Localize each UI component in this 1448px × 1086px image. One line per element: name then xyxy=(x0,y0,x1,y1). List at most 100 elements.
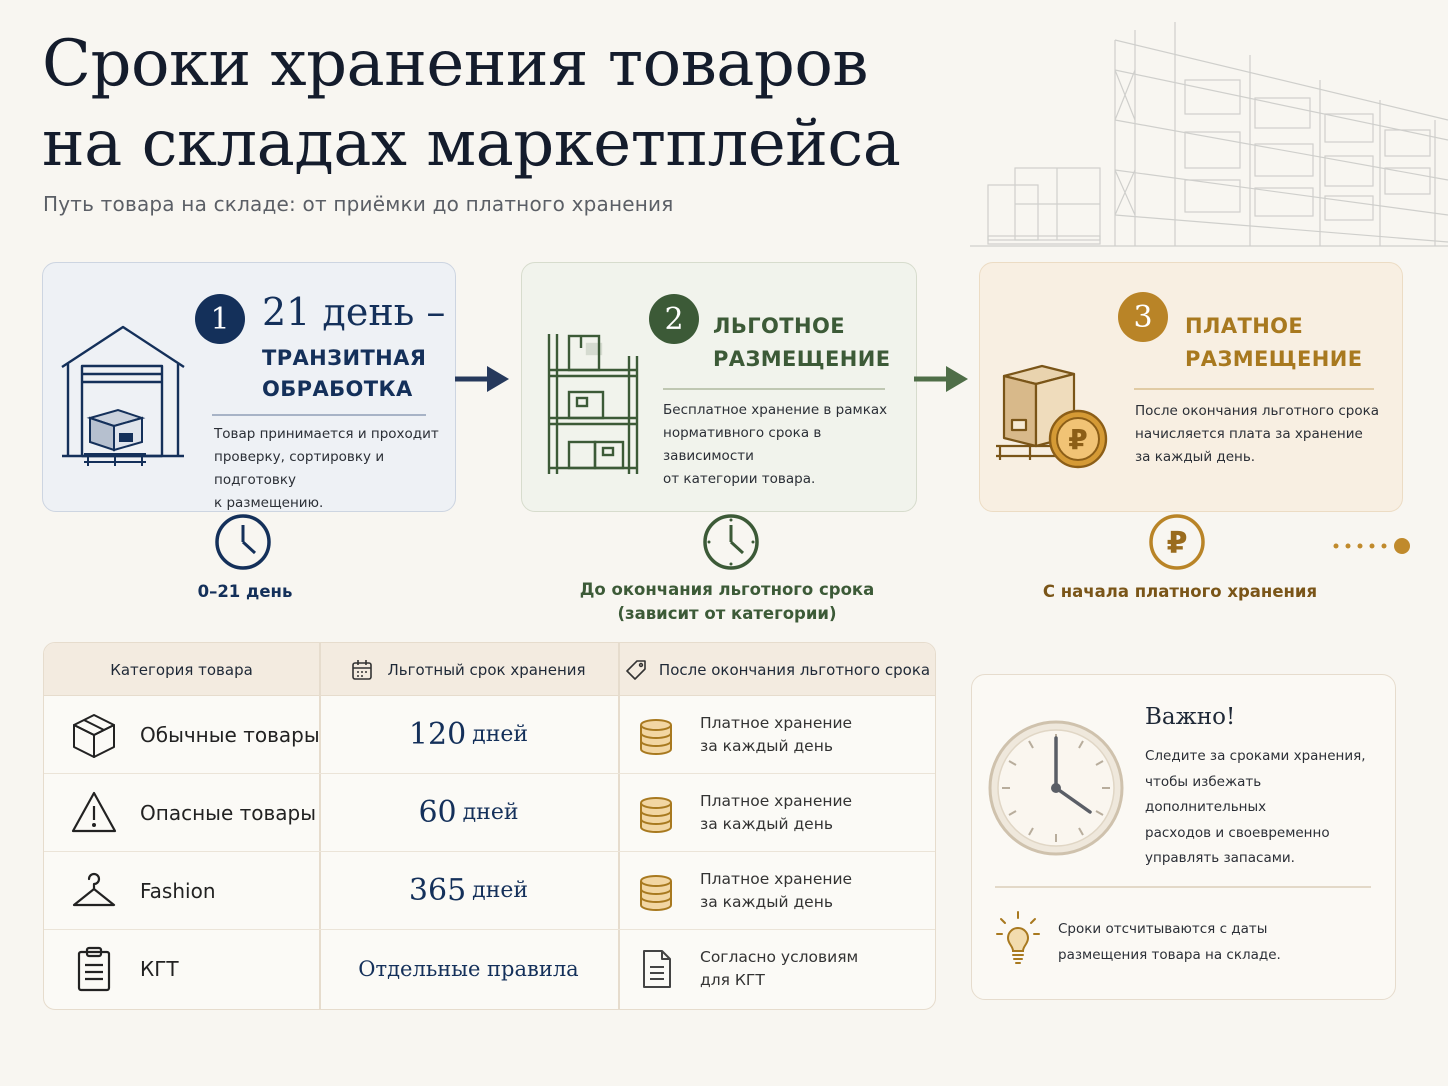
page-subtitle: Путь товара на складе: от приёмки до пла… xyxy=(43,192,674,216)
after-term-text: Согласно условиям для КГТ xyxy=(700,946,858,992)
category-cell: Обычные товары xyxy=(70,696,320,773)
step-card-grace xyxy=(521,262,917,512)
timeline: ₽ xyxy=(44,514,1410,570)
ruble-icon: ₽ xyxy=(1149,514,1205,570)
svg-text:₽: ₽ xyxy=(1068,423,1087,456)
step-3-label: ПЛАТНОЕ РАЗМЕЩЕНИЕ xyxy=(1185,310,1375,376)
step-1-badge: 1 xyxy=(195,294,245,344)
after-term-text: Платное хранение за каждый день xyxy=(700,790,852,836)
important-divider xyxy=(995,886,1371,888)
after-term-line: для КГТ xyxy=(700,971,765,989)
after-term-text: Платное хранение за каждый день xyxy=(700,868,852,914)
column-divider xyxy=(319,643,321,1009)
arrow-right-icon xyxy=(914,366,968,392)
column-divider xyxy=(618,643,620,1009)
step-1-label-line-1: ТРАНЗИТНАЯ xyxy=(262,346,427,370)
step-3-desc-line: После окончания льготного срока xyxy=(1135,403,1380,419)
after-term-cell: Платное хранение за каждый день xyxy=(636,696,935,773)
term-number: 120 xyxy=(408,717,467,752)
after-term-cell: Согласно условиям для КГТ xyxy=(636,930,935,1008)
after-term-line: за каждый день xyxy=(700,892,833,911)
table-row: Fashion 365 дней xyxy=(44,852,935,930)
step-2-label: ЛЬГОТНОЕ РАЗМЕЩЕНИЕ xyxy=(713,310,893,376)
step-3-desc-line: начисляется плата за хранение xyxy=(1135,426,1363,442)
category-cell: Fashion xyxy=(70,852,320,929)
step-2-badge: 2 xyxy=(649,294,699,344)
step-2-desc-line: нормативного срока в зависимости xyxy=(663,425,822,464)
title-line-1: Сроки хранения товаров xyxy=(42,27,868,101)
important-title: Важно! xyxy=(1145,704,1236,730)
step-3-badge: 3 xyxy=(1118,292,1168,342)
important-text-line: управлять запасами. xyxy=(1145,850,1295,866)
step-3-description: После окончания льготного срока начисляе… xyxy=(1135,400,1385,469)
box-ruble-coin-icon: ₽ xyxy=(996,364,1108,469)
important-note: Сроки отсчитываются с даты размещения то… xyxy=(1058,917,1378,968)
important-note-line: Сроки отсчитываются с даты xyxy=(1058,921,1268,937)
clock-icon xyxy=(703,514,759,570)
term-unit: дней xyxy=(472,878,529,903)
step-3-divider xyxy=(1134,388,1374,390)
important-text-line: расходов и своевременно xyxy=(1145,824,1330,841)
coins-icon xyxy=(640,796,672,833)
category-name: Fashion xyxy=(140,878,216,903)
table-header-label: После окончания льготного срока xyxy=(658,660,931,679)
step-2-description: Бесплатное хранение в рамках нормативног… xyxy=(663,399,903,491)
important-text-line: чтобы избежать дополнительных xyxy=(1145,773,1267,816)
timeline-label-grace: До окончания льготного срока (зависит от… xyxy=(560,578,894,626)
warning-icon xyxy=(71,791,117,832)
box-icon xyxy=(73,713,115,758)
table-header-after-term: После окончания льготного срока xyxy=(618,643,935,696)
step-card-transit xyxy=(42,262,456,512)
title-line-2: на складах маркетплейса xyxy=(42,107,901,181)
important-note-line: размещения товара на складе. xyxy=(1058,946,1281,963)
table-header-category: Категория товара xyxy=(44,643,319,696)
page-title: Сроки хранения товаров на складах маркет… xyxy=(42,24,942,184)
term-number: 60 xyxy=(418,795,457,830)
timeline-label-line: 0–21 день xyxy=(197,582,293,601)
after-term-cell: Платное хранение за каждый день xyxy=(636,774,935,851)
grace-term-cell: 365 дней xyxy=(319,852,618,929)
category-name: Обычные товары xyxy=(140,722,320,747)
important-text: Следите за сроками хранения, чтобы избеж… xyxy=(1145,744,1385,872)
grace-term-cell: 120 дней xyxy=(319,696,618,773)
category-cell: Опасные товары xyxy=(70,774,320,851)
step-3-label-line-2: РАЗМЕЩЕНИЕ xyxy=(1185,347,1363,371)
clipboard-icon xyxy=(77,946,111,992)
timeline-label-line: (зависит от категории) xyxy=(617,604,837,623)
important-text-line: Следите за сроками хранения, xyxy=(1145,748,1366,764)
after-term-line: за каждый день xyxy=(700,814,833,833)
table-header-grace-term: Льготный срок хранения xyxy=(319,643,618,696)
table-header: Категория товара Льготный срок хранения xyxy=(44,643,935,696)
tag-icon xyxy=(626,659,646,680)
coins-icon xyxy=(640,874,672,911)
term-unit: дней xyxy=(472,722,529,747)
timeline-label-line: С начала платного хранения xyxy=(1042,582,1318,601)
after-term-text: Платное хранение за каждый день xyxy=(700,712,852,758)
grace-term-cell: Отдельные правила xyxy=(319,930,618,1008)
step-1-desc-line: к размещению. xyxy=(214,495,324,511)
hanger-icon xyxy=(72,872,116,906)
table-header-label: Льготный срок хранения xyxy=(387,660,586,679)
lightbulb-icon xyxy=(996,911,1040,964)
step-1-label: ТРАНЗИТНАЯ ОБРАБОТКА xyxy=(262,343,442,405)
svg-text:₽: ₽ xyxy=(1167,526,1188,561)
after-term-line: Платное хранение xyxy=(700,869,853,888)
after-term-line: Платное хранение xyxy=(700,791,853,810)
table-row: Опасные товары 60 дней xyxy=(44,774,935,852)
category-cell: КГТ xyxy=(70,930,320,1008)
table-header-label: Категория товара xyxy=(110,660,253,679)
timeline-label-paid: С начала платного хранения xyxy=(1030,580,1330,604)
storage-terms-table: Категория товара Льготный срок хранения xyxy=(43,642,936,1010)
step-2-desc-line: Бесплатное хранение в рамках xyxy=(663,402,888,418)
step-1-divider xyxy=(212,414,426,416)
after-term-line: за каждый день xyxy=(700,736,833,755)
calendar-icon xyxy=(352,659,373,680)
step-2-divider xyxy=(663,388,885,390)
after-term-line: Согласно условиям xyxy=(700,948,859,966)
step-1-desc-line: Товар принимается и проходит xyxy=(214,426,439,442)
after-term-cell: Платное хранение за каждый день xyxy=(636,852,935,929)
warehouse-racks-illustration xyxy=(970,22,1448,247)
clock-icon xyxy=(215,514,271,570)
step-3-label-line-1: ПЛАТНОЕ xyxy=(1185,314,1304,338)
step-1-label-line-2: ОБРАБОТКА xyxy=(262,377,413,401)
